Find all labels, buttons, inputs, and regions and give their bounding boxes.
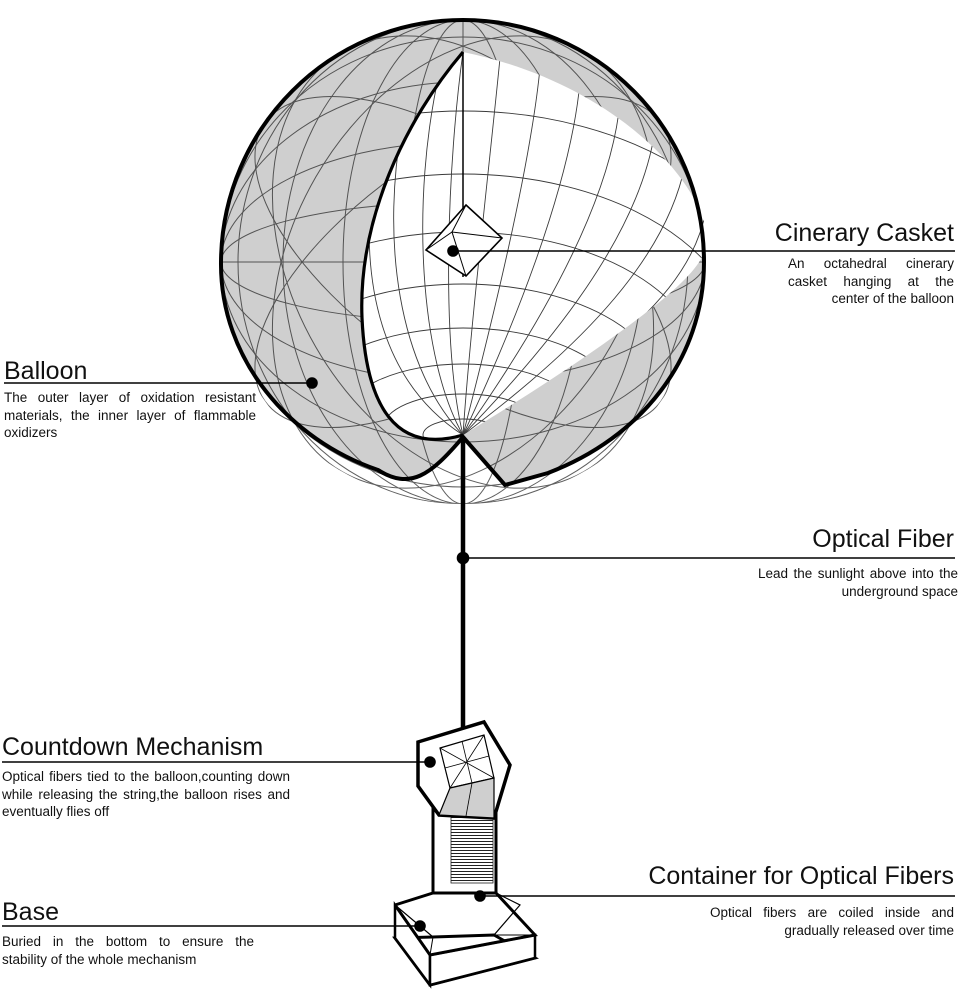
casket-description: An octahedral cinerary casket hanging at… [788, 256, 954, 306]
countdown-description: Optical fibers tied to the balloon,count… [2, 769, 290, 819]
base-leader [2, 920, 426, 932]
fiber-description: Lead the sunlight above into the undergr… [758, 566, 958, 599]
cinerary-casket [424, 203, 504, 278]
casket-leader [447, 245, 955, 257]
casket-title: Cinerary Casket [774, 219, 954, 247]
base-title: Base [2, 898, 59, 926]
container-title: Container for Optical Fibers [648, 862, 954, 890]
countdown-title: Countdown Mechanism [2, 733, 264, 761]
fiber-title: Optical Fiber [812, 525, 954, 553]
container-leader [474, 890, 955, 902]
base-description: Buried in the bottom to ensure the stabi… [2, 934, 254, 967]
balloon-title: Balloon [4, 357, 88, 385]
balloon-outline [218, 17, 707, 488]
container-description: Optical fibers are coiled inside and gra… [710, 905, 954, 938]
countdown-mechanism [416, 719, 512, 820]
balloon-description: The outer layer of oxidation resistant m… [4, 390, 256, 440]
fiber-leader [456, 551, 955, 565]
countdown-leader [2, 756, 436, 768]
balloon-leader [4, 377, 318, 389]
base [392, 891, 539, 989]
